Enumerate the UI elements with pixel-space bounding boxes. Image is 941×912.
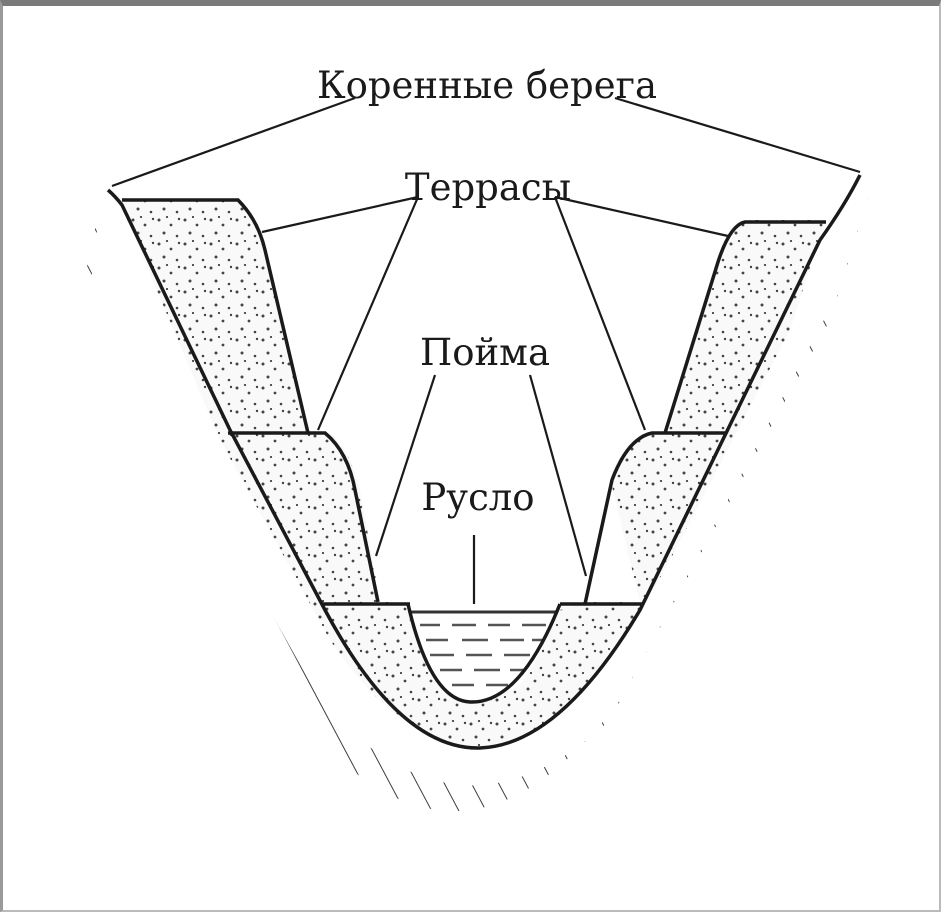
label-channel: Русло <box>421 476 534 519</box>
leader-terrace-upper-left <box>262 197 418 232</box>
leader-bedrock-right <box>615 98 860 172</box>
leader-terrace-upper-right <box>555 197 728 236</box>
label-floodplain: Пойма <box>420 331 550 374</box>
leader-floodplain-left <box>376 375 435 556</box>
leader-floodplain-right <box>530 375 586 576</box>
leader-terrace-lower-right <box>555 197 645 430</box>
leader-bedrock-left <box>112 98 355 186</box>
label-bedrock-banks: Коренные берега <box>317 64 657 107</box>
label-terraces: Террасы <box>405 166 571 209</box>
leader-terrace-lower-left <box>318 197 418 430</box>
